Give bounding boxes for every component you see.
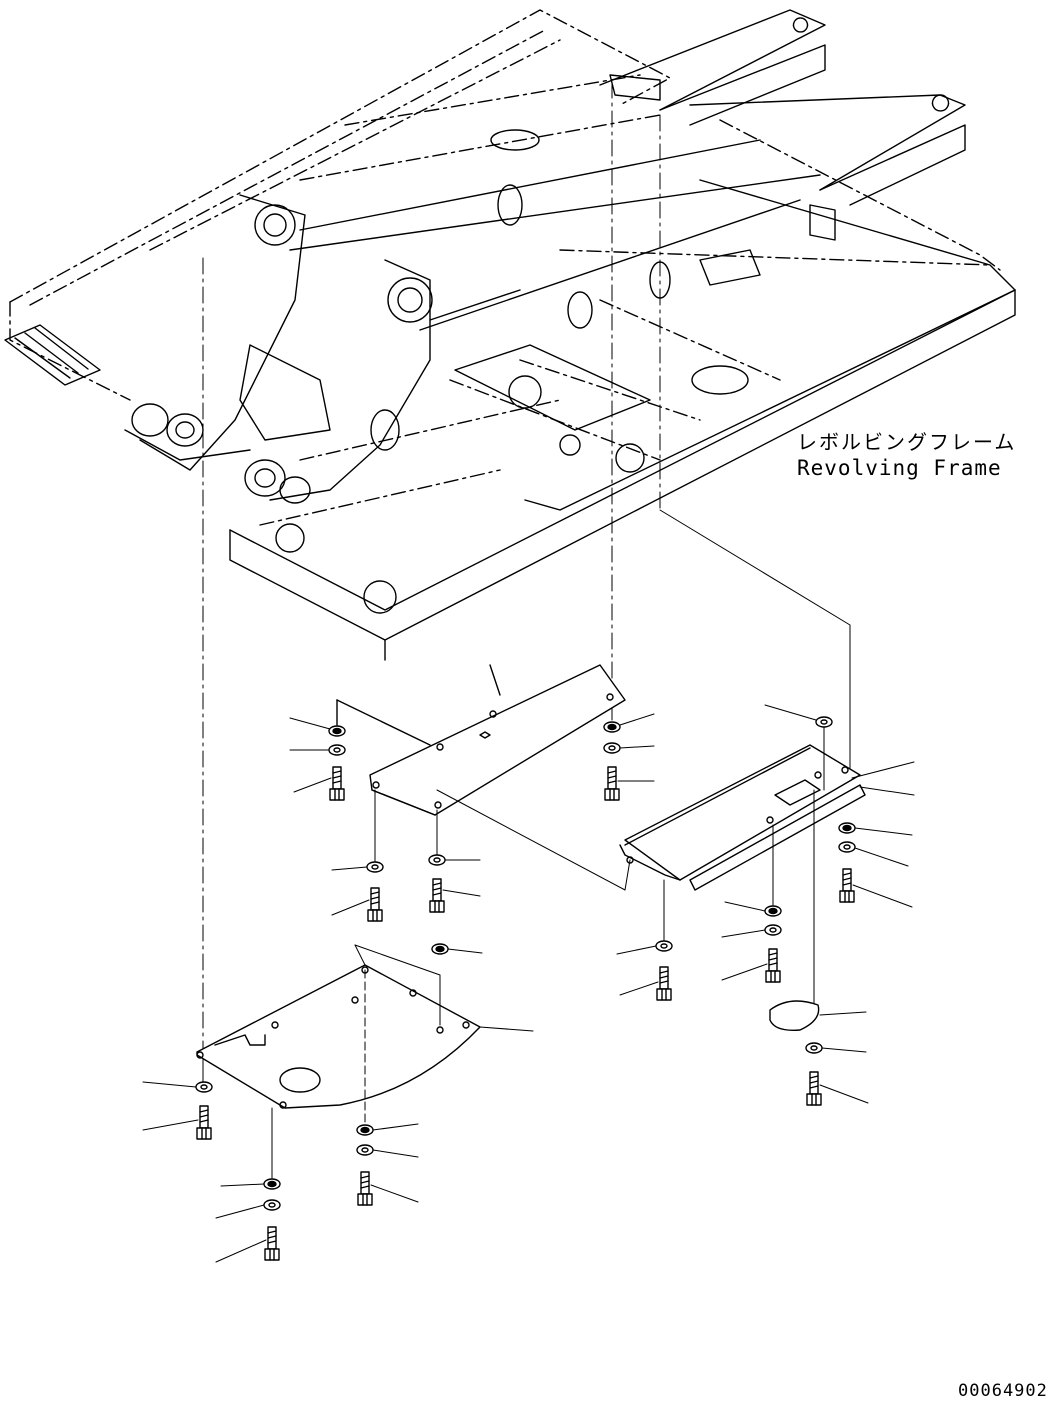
revolving-frame xyxy=(4,9,1016,661)
washer-icon xyxy=(655,940,673,952)
bolt-icon xyxy=(367,887,383,922)
washer-icon xyxy=(328,725,346,737)
washer-icon xyxy=(366,861,384,873)
washer-icon xyxy=(805,1042,823,1054)
bolt-icon xyxy=(839,868,855,903)
callout-leaders xyxy=(142,704,915,1263)
cover-plate-upper xyxy=(328,664,631,922)
washer-icon xyxy=(431,943,449,955)
bolt-icon xyxy=(329,766,345,801)
washer-icon xyxy=(356,1124,374,1136)
washer-icon xyxy=(263,1199,281,1211)
frame-label-en: Revolving Frame xyxy=(797,456,1002,480)
washer-icon xyxy=(263,1178,281,1190)
bolt-icon xyxy=(656,966,672,1001)
bolt-icon xyxy=(196,1105,212,1140)
bolt-icon xyxy=(264,1226,280,1261)
bolt-icon xyxy=(806,1071,822,1106)
washer-icon xyxy=(764,924,782,936)
frame-label-jp: レボルビングフレーム xyxy=(797,430,1017,454)
bolt-icon xyxy=(765,948,781,983)
bolt-icon xyxy=(357,1171,373,1206)
washer-icon xyxy=(603,742,621,754)
washer-icon xyxy=(603,721,621,733)
washer-icon xyxy=(428,854,446,866)
cover-plate-lower xyxy=(195,943,481,1261)
washer-icon xyxy=(356,1144,374,1156)
assembly-centerlines xyxy=(202,81,661,1051)
washer-icon xyxy=(328,744,346,756)
washer-icon xyxy=(764,905,782,917)
bolt-icon xyxy=(429,878,445,913)
washer-icon xyxy=(195,1081,213,1093)
washer-icon xyxy=(838,841,856,853)
cover-plate-right xyxy=(619,716,866,1106)
bolt-icon xyxy=(604,766,620,801)
washer-icon xyxy=(838,822,856,834)
drawing-number: 00064902 xyxy=(958,1381,1048,1401)
washer-icon xyxy=(815,716,833,728)
